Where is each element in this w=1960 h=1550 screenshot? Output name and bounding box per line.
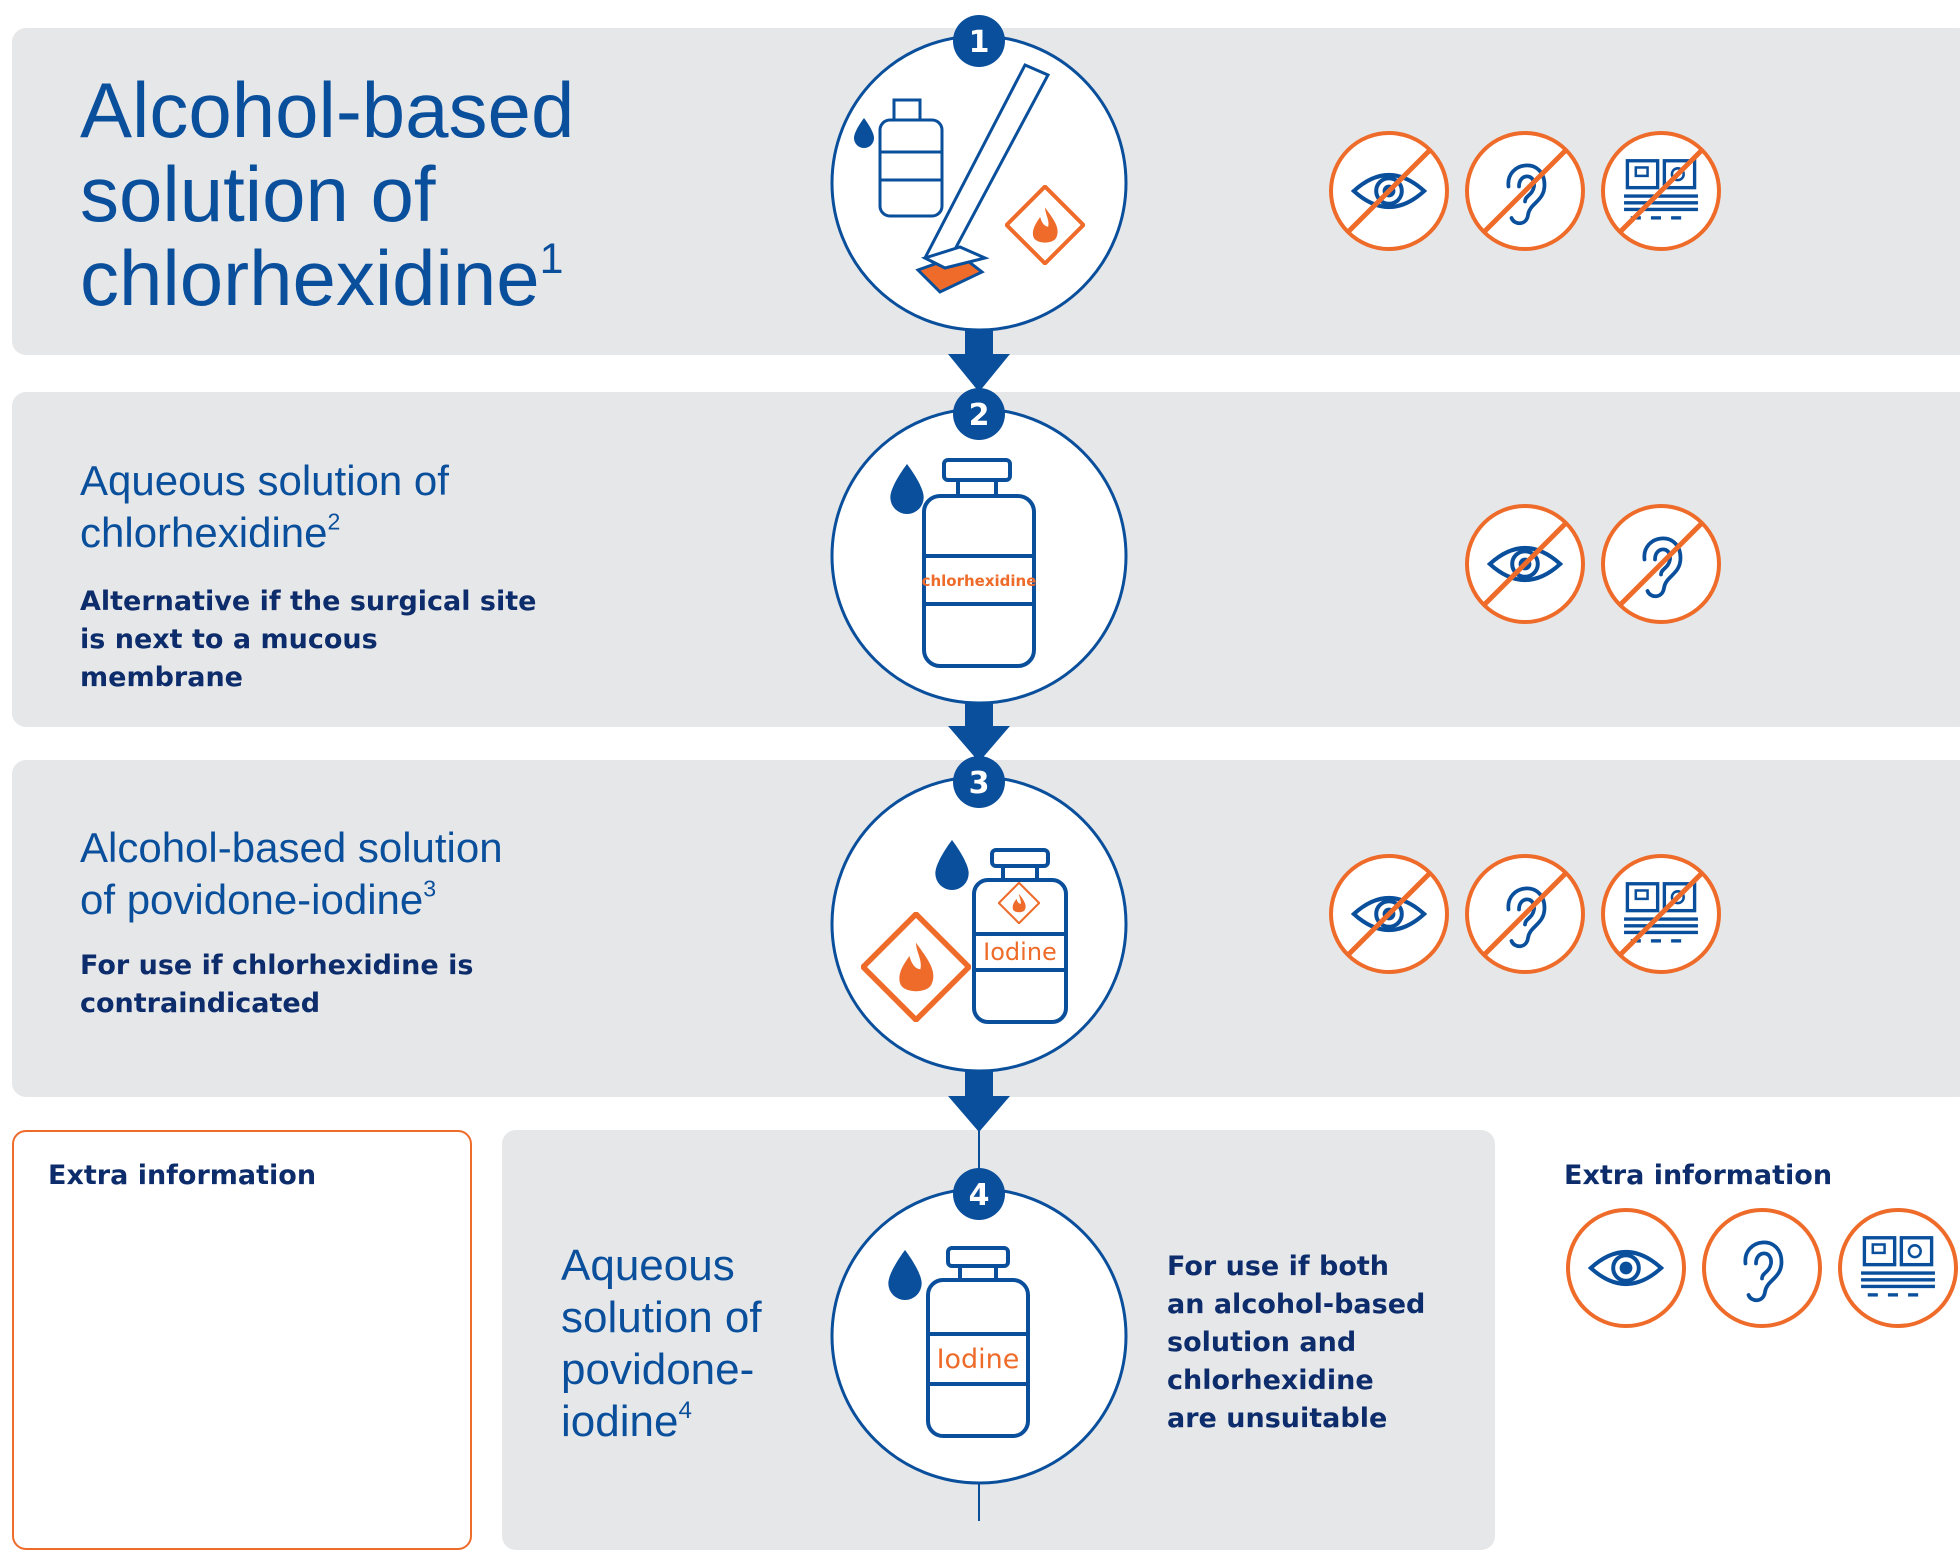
no-eyes-icon xyxy=(1329,854,1449,974)
step-1-title: Alcohol-based solution of chlorhexidine1 xyxy=(80,66,575,322)
no-eyes-icon xyxy=(1329,131,1449,251)
step-4-badge xyxy=(953,1168,1005,1220)
no-eyes-icon xyxy=(1465,504,1585,624)
step-4-number: 4 xyxy=(969,1178,990,1213)
step-1-badge xyxy=(953,15,1005,67)
extra-info-right-heading: Extra information xyxy=(1564,1160,1833,1191)
no-ears-icon xyxy=(1465,131,1585,251)
step-2-title: Aqueous solution of chlorhexidine2 xyxy=(80,457,449,556)
step-1-number: 1 xyxy=(969,25,990,60)
swab-applicator-icon xyxy=(915,63,1051,294)
bottle-icon xyxy=(878,98,944,218)
step-2-badge xyxy=(953,388,1005,440)
skin-wound-icon xyxy=(1838,1208,1958,1328)
bottle-label: Iodine xyxy=(937,1344,1020,1375)
step-3-note: For use if chlorhexidine is contraindica… xyxy=(80,950,474,1019)
arrow-3-4 xyxy=(948,1070,1010,1132)
no-wounds-icon xyxy=(1601,854,1721,974)
arrow-2-3 xyxy=(948,702,1010,762)
step-3-badge xyxy=(953,756,1005,808)
bottle-label: Iodine xyxy=(983,938,1057,966)
eye-icon xyxy=(1566,1208,1686,1328)
arrow-1-2 xyxy=(948,330,1010,392)
step-1-illustration: 1 xyxy=(830,15,1128,332)
no-ears-icon xyxy=(1601,504,1721,624)
step-2-note: Alternative if the surgical site is next… xyxy=(80,586,537,693)
no-ears-icon xyxy=(1465,854,1585,974)
step-4-illustration: Iodine 4 xyxy=(830,1168,1128,1485)
step-4-note: For use if both an alcohol-based solutio… xyxy=(1167,1251,1426,1434)
step-2-number: 2 xyxy=(969,398,990,433)
extra-info-left-box xyxy=(12,1130,472,1550)
step-3-illustration: Iodine 3 xyxy=(830,756,1128,1073)
extra-info-left-heading: Extra information xyxy=(48,1160,317,1191)
no-wounds-icon xyxy=(1601,131,1721,251)
step-4-title: Aqueous solution of povidone-iodine4 xyxy=(561,1241,762,1446)
bottle-icon xyxy=(972,848,1068,1024)
bottle-icon xyxy=(926,1246,1030,1438)
bottle-icon xyxy=(922,458,1036,668)
step-3-number: 3 xyxy=(969,766,990,801)
bottle-label: chlorhexidine xyxy=(922,572,1037,590)
ear-icon xyxy=(1702,1208,1822,1328)
step-3-title: Alcohol-based solution of povidone-iodin… xyxy=(80,824,503,923)
step-2-illustration: chlorhexidine 2 xyxy=(830,388,1128,705)
